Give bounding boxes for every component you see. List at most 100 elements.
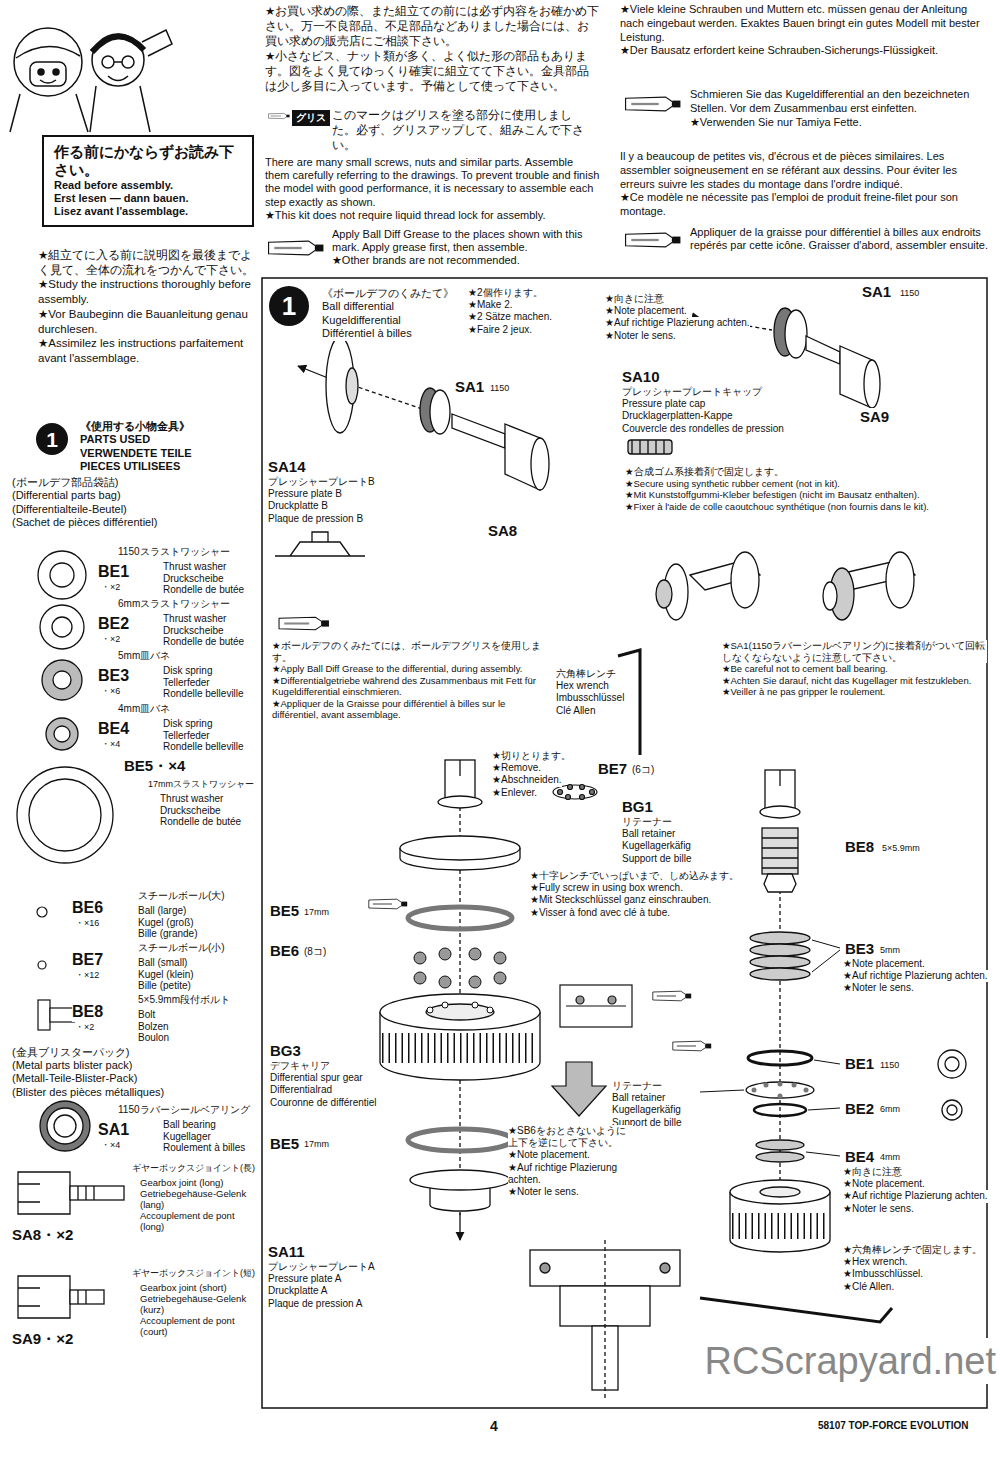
section-heading: PIECES UTILISEES bbox=[80, 460, 180, 473]
node-text: Erst lesen — dann bauen. bbox=[54, 192, 242, 205]
gearbox-joint-icon bbox=[78, 1186, 94, 1200]
label-group: Apply Ball Diff Grease to the places sho… bbox=[332, 228, 600, 268]
part-code: BE3 bbox=[845, 940, 874, 958]
part-code: SA8・×2 bbox=[12, 1226, 73, 1244]
exploded-parts bbox=[531, 438, 549, 490]
grease-tube-icon bbox=[626, 97, 681, 111]
label-group: ・×4 bbox=[101, 1140, 120, 1151]
part-description: Disk spring bbox=[163, 718, 212, 730]
retainer-balls bbox=[778, 1082, 783, 1087]
note-text: ★2個作ります。 bbox=[468, 287, 543, 299]
label-group: Gearbox joint (long)Getriebegehäuse-Gele… bbox=[140, 1178, 260, 1233]
note-text: ★切りとります。 bbox=[492, 750, 571, 762]
right-diff-stack bbox=[750, 956, 810, 968]
grease-tube-icon bbox=[268, 113, 289, 118]
part-description: Thrust washer bbox=[160, 793, 223, 805]
note-text: Couronne de différentiel bbox=[270, 1097, 377, 1109]
label-group: Gearbox joint (short)Getriebegehäuse-Gel… bbox=[140, 1283, 260, 1338]
note-text: ★Imbusschlüssel. bbox=[843, 1268, 923, 1280]
grease-tube-icon bbox=[279, 617, 329, 629]
steel-balls bbox=[414, 972, 426, 984]
label-group: リテーナーBall retainerKugellagerkäfigSupport… bbox=[622, 816, 692, 865]
label-group: 17mm bbox=[304, 907, 329, 918]
side-washer-icons bbox=[938, 1050, 966, 1078]
label-group: BE4 bbox=[845, 1148, 874, 1166]
quantity: ・×2 bbox=[101, 582, 120, 593]
label-group: SA14 bbox=[268, 458, 306, 476]
part-description: Thrust washer bbox=[163, 561, 226, 573]
part-description: Kugel (klein) bbox=[138, 969, 194, 981]
dimension: 1150 bbox=[900, 288, 919, 299]
steel-balls bbox=[494, 952, 506, 964]
ball-retainer bbox=[568, 785, 573, 790]
flip-arrow bbox=[552, 1062, 606, 1116]
label-group: SA9・×2 bbox=[12, 1330, 73, 1348]
panel-frame bbox=[262, 278, 987, 1408]
note-text: ★Auf richtige Plazierung achten. bbox=[843, 1190, 988, 1202]
label-group: BG3 bbox=[270, 1042, 301, 1060]
note-text: プレッシャープレートA bbox=[268, 1261, 375, 1273]
note-text: Pressure plate cap bbox=[622, 398, 705, 410]
hex-wrench bbox=[700, 1298, 892, 1322]
right-diff-stack bbox=[732, 1213, 828, 1239]
part-code: BE2 bbox=[98, 614, 129, 634]
dimension: 5mm bbox=[880, 945, 900, 956]
cartoon-mechanics bbox=[108, 76, 128, 81]
label-group: プレッシャープレートキャップPressure plate capDrucklag… bbox=[622, 386, 784, 435]
note-text: Plaque de pression B bbox=[268, 513, 363, 525]
part-description: Rondelle belleville bbox=[163, 688, 244, 700]
quantity: ・×4 bbox=[101, 739, 120, 750]
grease-tube-icon bbox=[268, 97, 711, 1051]
cartoon-mechanics bbox=[16, 46, 80, 58]
parts-bag-heading: (Blister des pièces métalliques) bbox=[12, 1086, 164, 1099]
parts-bag-heading: (ボールデフ部品袋詰) bbox=[12, 476, 118, 489]
section-inset bbox=[576, 996, 584, 1004]
part-code: SA1 bbox=[455, 378, 484, 396]
step-heading: 《ボールデフのくみたて》 bbox=[322, 287, 454, 300]
side-washer-icons bbox=[945, 1057, 959, 1071]
part-code: BE5 bbox=[270, 902, 299, 920]
section-view bbox=[530, 1240, 680, 1398]
label-group: プレッシャープレートAPressure plate ADruckplatte A… bbox=[268, 1261, 375, 1310]
leader-line bbox=[700, 1090, 744, 1092]
label-group: ★Viele kleine Schrauben und Muttern etc.… bbox=[620, 3, 990, 58]
label-group: 6mmスラストワッシャー bbox=[118, 598, 230, 610]
step-heading: Ball differential bbox=[322, 300, 394, 313]
dimension: 1150 bbox=[880, 1060, 899, 1071]
cartoon-mechanics bbox=[10, 28, 172, 132]
ball-retainer bbox=[553, 785, 597, 800]
label-group: Thrust washerDruckscheibeRondelle de but… bbox=[163, 561, 244, 596]
label-group: BE8 bbox=[72, 1002, 103, 1022]
part-description: Ball (small) bbox=[138, 957, 187, 969]
label-group: Disk springTellerfederRondelle bellevill… bbox=[163, 665, 244, 700]
note-text: ★Vor Baubeginn die Bauanleitung genau du… bbox=[38, 307, 260, 336]
note-text: ★Other brands are not recommended. bbox=[332, 254, 520, 267]
page-number: 4 bbox=[490, 1418, 498, 1435]
section-heading: 《使用する小物金具》 bbox=[80, 420, 190, 433]
note-text: ★Fixer à l'aide de colle caoutchouc synt… bbox=[625, 501, 929, 513]
part-description: Druckscheibe bbox=[163, 573, 224, 585]
note-text: Apply Ball Diff Grease to the places sho… bbox=[332, 228, 600, 254]
note-text: ★Viele kleine Schrauben und Muttern etc.… bbox=[620, 3, 990, 44]
note-text: Appliquer de la graisse pour différentie… bbox=[690, 226, 990, 252]
steel-balls bbox=[427, 1007, 433, 1013]
label-group: ギヤーボックスジョイント(長) bbox=[132, 1163, 255, 1174]
note-text: ★Secure using synthetic rubber cement (n… bbox=[625, 478, 840, 490]
part-description: Tellerfeder bbox=[163, 677, 210, 689]
note-text: Druckplatte A bbox=[268, 1285, 327, 1297]
note-text: ★2 Sätze machen. bbox=[468, 311, 552, 323]
note-text: ★Note placement. bbox=[605, 305, 687, 317]
note-text: ★Mit Steckschlüssel ganz einschrauben. bbox=[530, 894, 711, 906]
part-name: スチールボール(大) bbox=[138, 890, 225, 902]
note-text: There are many small screws, nuts and si… bbox=[265, 156, 600, 209]
part-code: SA9・×2 bbox=[12, 1330, 73, 1348]
part-code: SA9 bbox=[860, 408, 889, 426]
label-group: 5×5.9mm段付ボルト bbox=[138, 994, 230, 1006]
ball-retainer bbox=[566, 795, 571, 800]
label-group: スチールボール(大) bbox=[138, 890, 225, 902]
part-description: Thrust washer bbox=[163, 613, 226, 625]
label-group: Ball bearingKugellagerRoulement à billes bbox=[163, 1119, 245, 1154]
right-diff-stack bbox=[762, 828, 798, 874]
cartoon-mechanics bbox=[90, 86, 150, 132]
note-text: ★小さなビス、ナット類が多く、よく似た形の部品もあります。図をよく見てゆっくり確… bbox=[265, 49, 600, 94]
